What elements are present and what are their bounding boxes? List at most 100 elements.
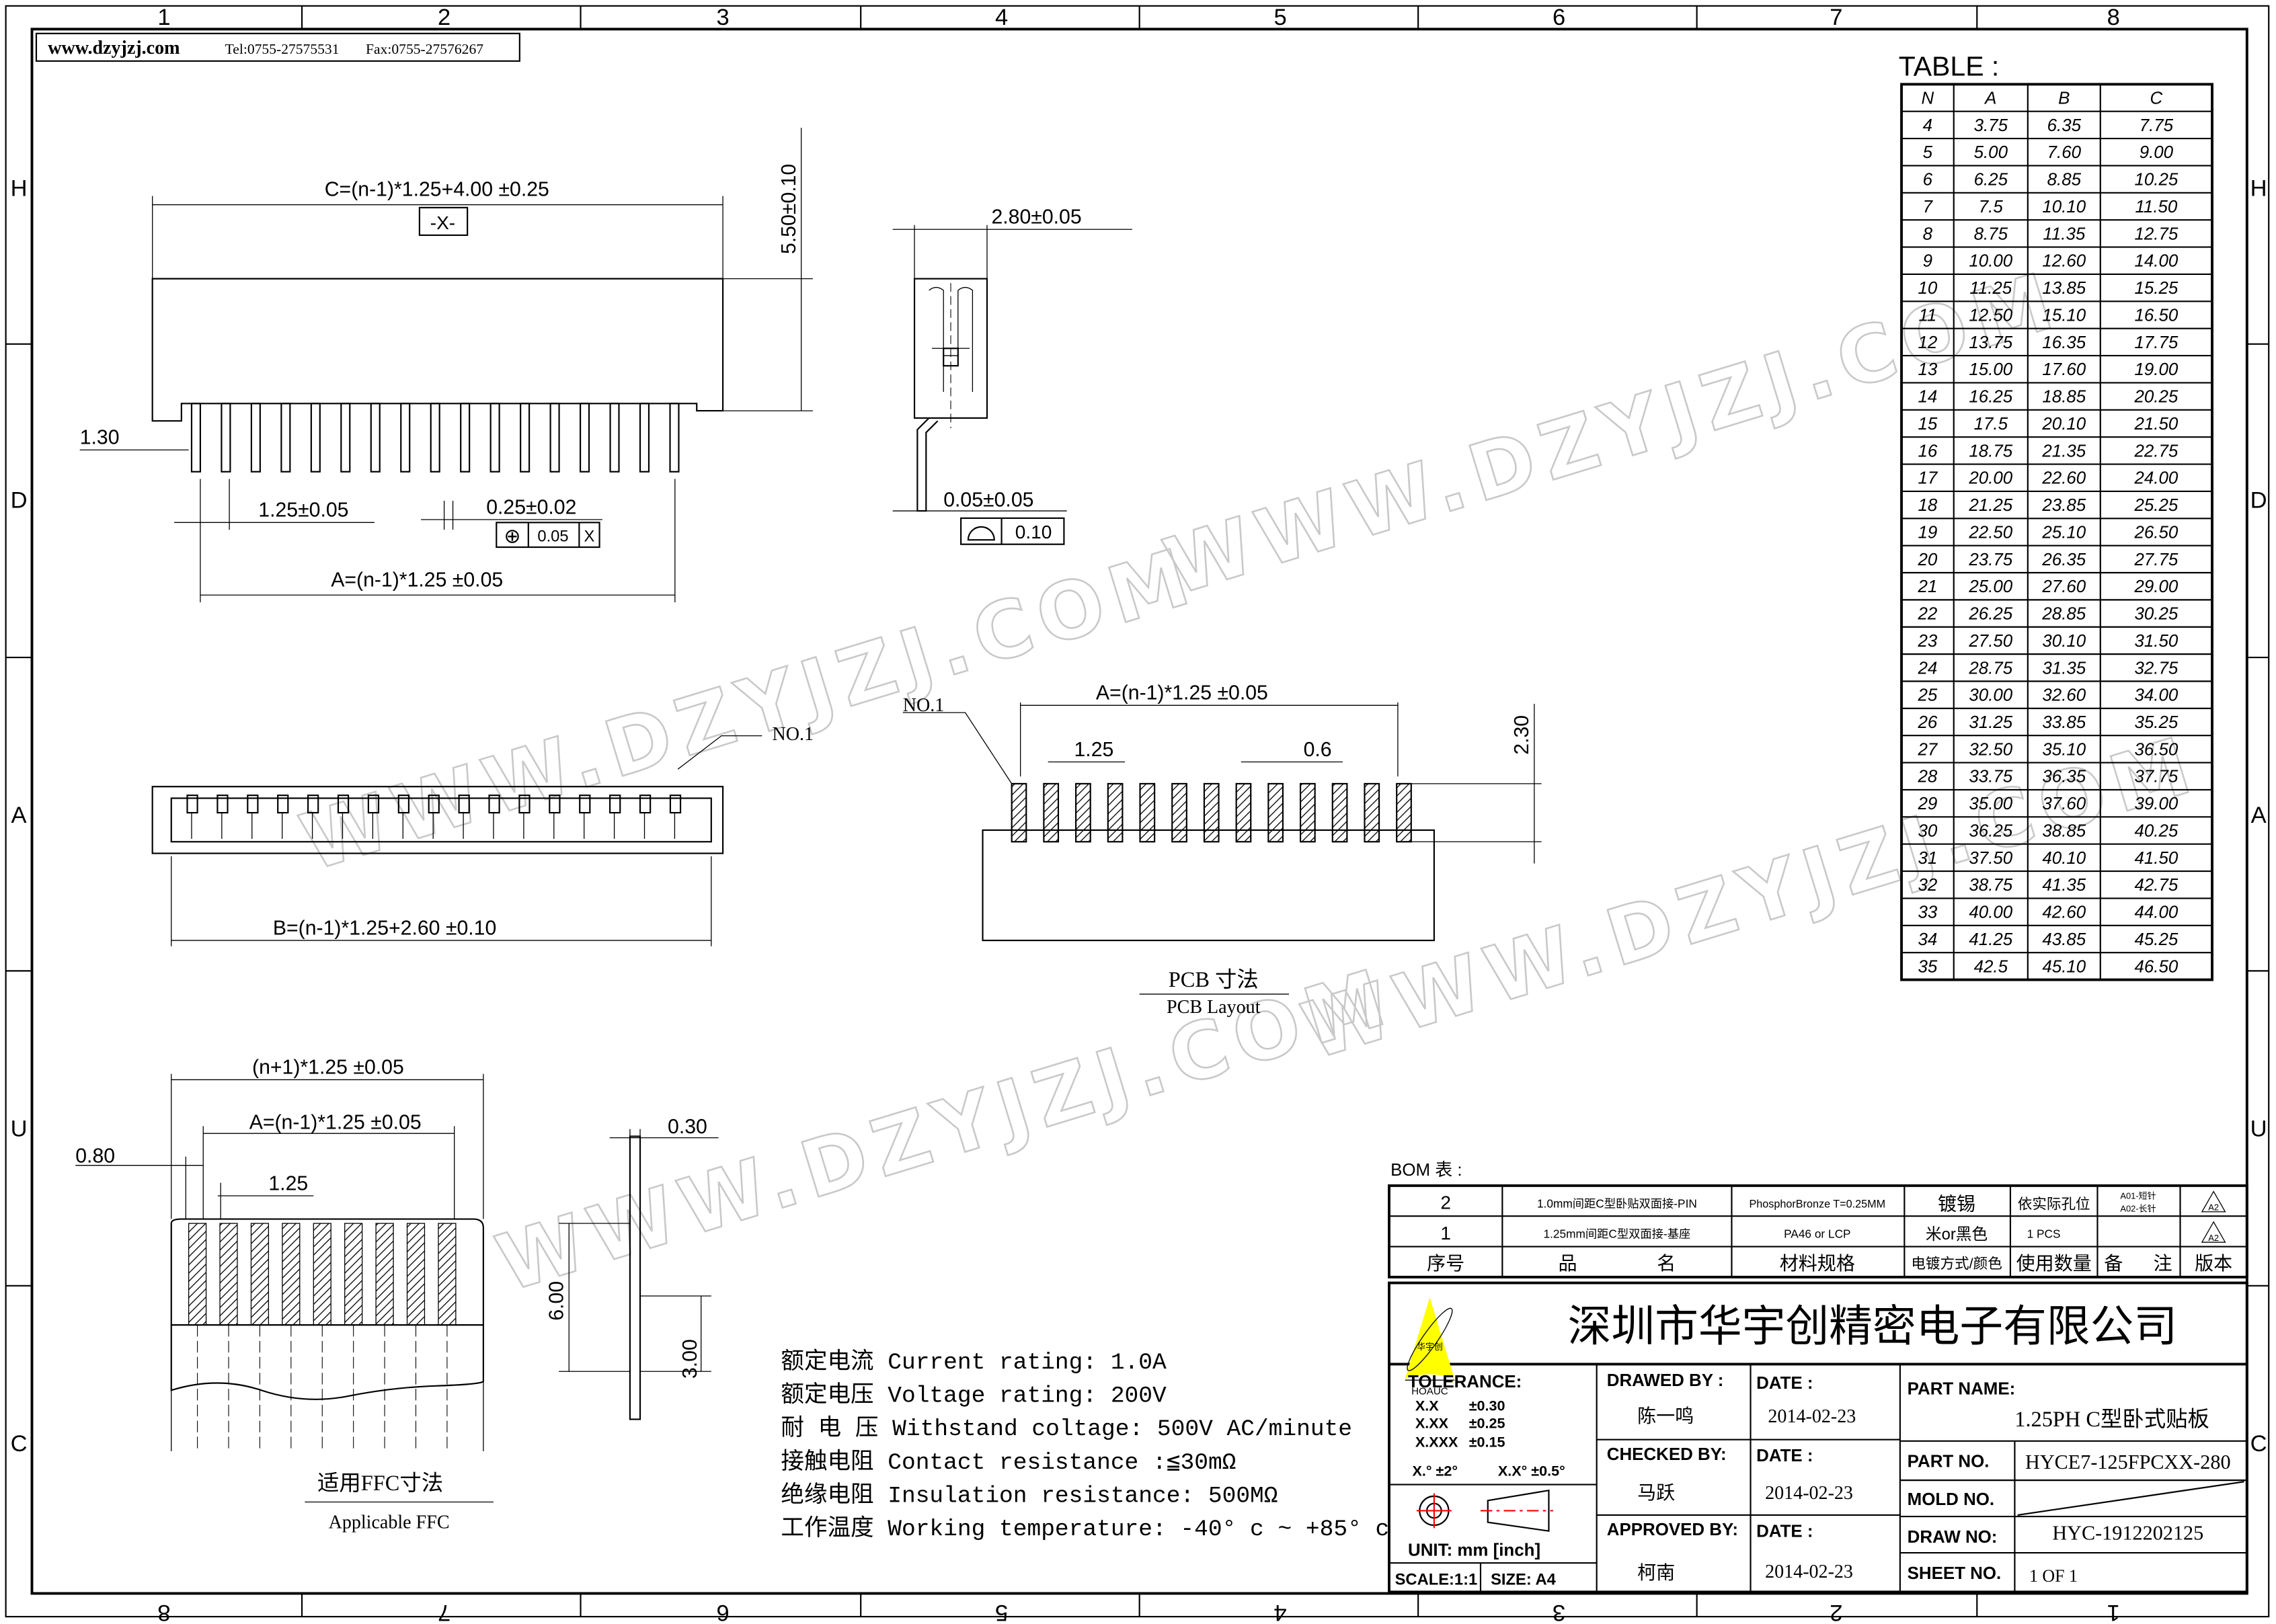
dim-130: 1.30 [80,427,120,449]
table-cell: 28.85 [2041,605,2086,624]
table-cell: 33 [1918,903,1937,922]
table-cell: 19 [1918,523,1937,542]
table-cell: 31.35 [2042,659,2086,678]
table-cell: 32.75 [2135,659,2179,678]
table-cell: 11.35 [2043,225,2085,243]
table-cell: 5 [1923,143,1933,162]
ffc-conductor [188,1223,207,1326]
table-cell: 7.60 [2047,143,2082,162]
bom-row-material: PA46 or LCP [1784,1227,1851,1241]
table-cell: 44.00 [2135,903,2179,922]
contact-slot [549,795,561,814]
table-cell: 38.85 [2042,821,2086,840]
bom-header-material: 材料规格 [1780,1253,1855,1274]
bom-header-note: 注 [2154,1253,2172,1274]
bom-header-name: 名 [1657,1253,1676,1274]
logo-cn: 华宇创 [1417,1342,1443,1352]
contact-slot [488,795,500,814]
spec-current: 额定电流 Current rating: 1.0A [781,1348,1167,1376]
frame-row-label: H [2250,176,2267,202]
contact-slot [458,795,470,814]
tol-datum: X [584,528,595,545]
table-cell: 30 [1918,821,1937,840]
pcb-title-cn: PCB 寸法 [1169,968,1259,992]
ffc-conductor [313,1223,331,1326]
table-cell: 13 [1918,360,1937,379]
bom-row-no: 1 [1440,1223,1451,1244]
table-cell: 36.50 [2135,740,2179,759]
table-cell: 9.00 [2140,143,2174,162]
contact-pin [669,403,680,473]
pcb-pad [1235,782,1252,843]
no1-label: NO.1 [903,695,945,716]
sheet-no: 1 OF 1 [2029,1566,2078,1586]
frame-column-label: 3 [1553,1600,1565,1624]
position-icon: ⊕ [504,526,520,548]
contact-pin [549,403,560,473]
dim-pitch: 1.25±0.05 [258,499,348,522]
table-cell: 15.25 [2135,279,2179,298]
dim-c: C=(n-1)*1.25+4.00 ±0.25 [325,179,549,201]
table-cell: 7.5 [1979,198,2004,216]
contact-pin [370,403,381,473]
bom-row-finish: 镀锡 [1938,1194,1975,1215]
table-cell: 18.85 [2042,388,2086,407]
ffc-view: (n+1)*1.25 ±0.05 A=(n-1)*1.25 ±0.05 0.80… [75,1057,719,1533]
frame-row-label: H [11,176,28,202]
table-cell: 26.35 [2041,551,2086,569]
bom-header-name: 品 [1558,1253,1577,1274]
table-border [1900,83,2213,981]
table-title: TABLE : [1899,50,2000,81]
table-cell: 45.25 [2135,930,2179,949]
dim-coplanarity: 0.05±0.05 [943,489,1033,512]
bom-row-note: A01-短针 [2120,1190,2156,1201]
bom-row-material: PhosphorBronze T=0.25MM [1750,1198,1886,1210]
table-cell: 27.60 [2041,577,2086,596]
table-cell: 21 [1917,577,1937,596]
contact-slot [337,795,350,814]
contact-pin [580,403,590,473]
angle-tol: X.° ±2° [1413,1463,1458,1479]
table-cell: 31 [1918,849,1937,868]
table-cell: 39.00 [2135,795,2179,813]
table-cell: 17.75 [2135,333,2179,352]
table-cell: 29.00 [2134,577,2179,596]
frame-column-label: 8 [2107,5,2120,30]
table-cell: 33.75 [1969,768,2012,786]
table-cell: 21.25 [1968,496,2012,515]
table-cell: 37.50 [1969,849,2012,868]
table-cell: 27.50 [1968,632,2012,651]
datum-x: -X- [430,212,455,233]
table-cell: 36.35 [2042,768,2086,786]
frame-row-label: C [11,1431,28,1457]
bom-row-rev: A2 [2208,1233,2219,1243]
frame-row-label: U [11,1116,28,1141]
revision-icon [2201,1221,2226,1243]
bom-row-name: 1.25mm间距C型双面接-基座 [1544,1227,1691,1241]
company-name: 深圳市华宇创精密电子有限公司 [1568,1301,2178,1350]
table-cell: 13.75 [1969,333,2012,352]
table-cell: 18.75 [1969,442,2012,460]
table-cell: 42.60 [2042,903,2086,922]
table-cell: 25.25 [2134,496,2179,515]
dim-b: B=(n-1)*1.25+2.60 ±0.10 [273,917,496,939]
table-header-cell: B [2058,89,2070,108]
table-cell: 13.85 [2042,279,2086,298]
pcb-pad [1171,782,1187,843]
frame-column-label: 1 [2107,1600,2120,1624]
contact-slot [367,795,380,814]
